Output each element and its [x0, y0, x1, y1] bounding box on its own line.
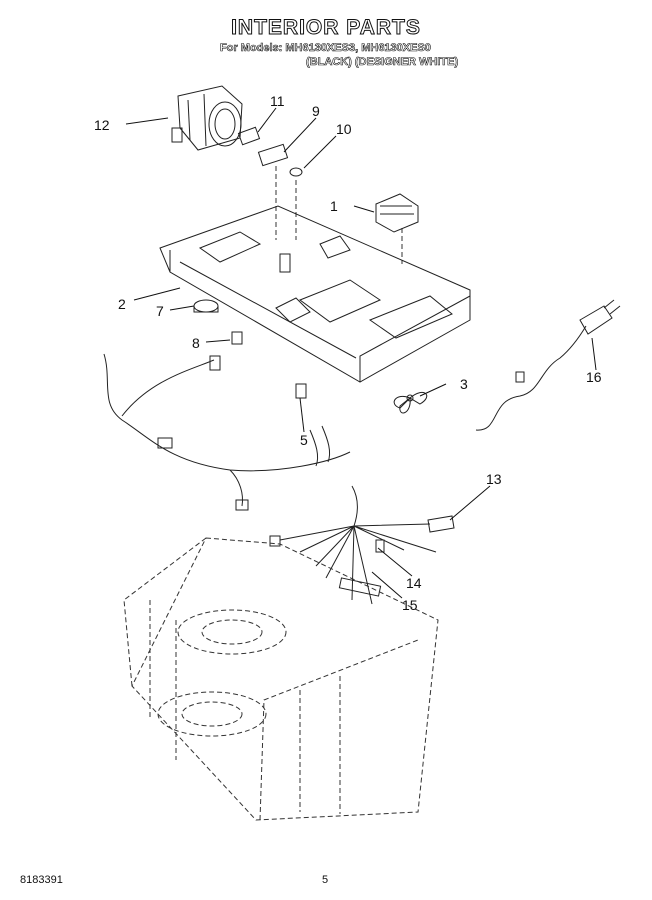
sensor-part — [295, 383, 307, 399]
connector-part — [231, 331, 243, 345]
control-base-plate-part — [159, 205, 471, 383]
models-line: For Models: MH6130XES3, MH6130XES0 — [220, 42, 432, 55]
document-code: 8183391 — [20, 874, 63, 886]
fan-blade-part — [393, 392, 428, 414]
callout-15: 15 — [402, 597, 418, 613]
thermal-cutout-part — [237, 126, 261, 146]
control-wire-harness-part — [269, 485, 455, 605]
thermostat-part — [193, 299, 219, 313]
callout-2: 2 — [118, 296, 126, 312]
page-title: INTERIOR PARTS — [231, 16, 421, 40]
callout-3: 3 — [460, 376, 468, 392]
leader-lines — [125, 107, 597, 599]
callout-16: 16 — [586, 369, 602, 385]
callout-5: 5 — [300, 432, 308, 448]
callout-14: 14 — [406, 575, 422, 591]
power-cord-part — [475, 299, 621, 431]
callout-1: 1 — [330, 198, 338, 214]
switch-part — [257, 143, 303, 177]
wire-harness-part — [103, 353, 351, 511]
callout-13: 13 — [486, 471, 502, 487]
page-number: 5 — [322, 874, 329, 886]
callout-8: 8 — [192, 335, 200, 351]
callout-9: 9 — [312, 103, 320, 119]
callout-10: 10 — [336, 121, 352, 137]
callout-7: 7 — [156, 303, 164, 319]
callout-12: 12 — [94, 117, 110, 133]
colors-line: (BLACK) (DESIGNER WHITE) — [306, 56, 459, 69]
relay-block-part — [375, 193, 419, 233]
callout-11: 11 — [270, 93, 285, 109]
blower-motor-part — [171, 85, 243, 151]
oven-cavity-outline — [123, 537, 439, 821]
